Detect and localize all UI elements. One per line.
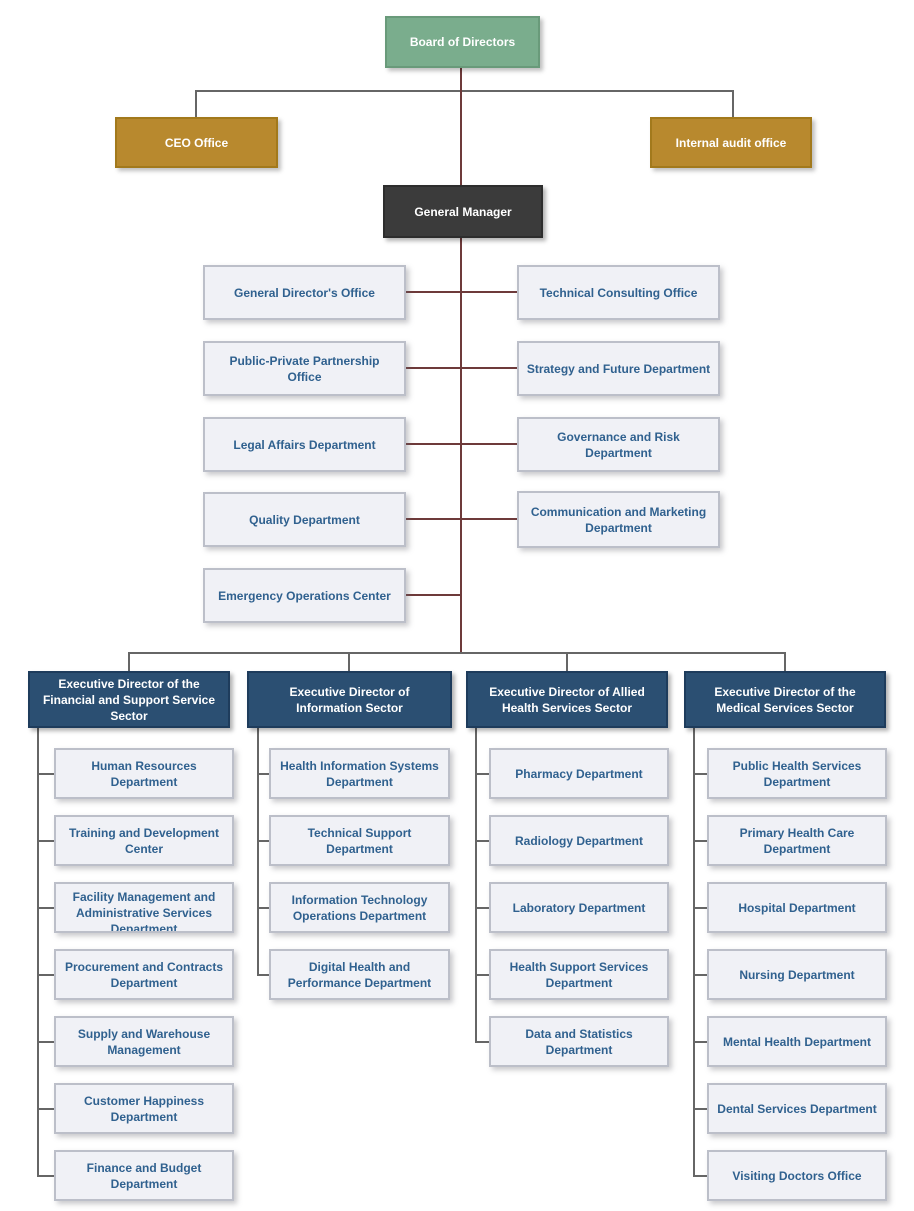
connector-line [566, 652, 568, 671]
connector-line [462, 518, 517, 520]
connector-line [37, 1108, 54, 1110]
org-node-staff-left: General Director's Office [203, 265, 406, 320]
connector-line [406, 594, 460, 596]
connector-line [475, 907, 489, 909]
connector-line [37, 773, 54, 775]
connector-line [693, 1175, 707, 1177]
connector-line [693, 840, 707, 842]
connector-line [37, 1175, 54, 1177]
connector-line [37, 907, 54, 909]
org-node-department: Health Support Services Department [489, 949, 669, 1000]
connector-line [693, 974, 707, 976]
connector-line [460, 238, 462, 654]
connector-line [462, 443, 517, 445]
org-node-department: Data and Statistics Department [489, 1016, 669, 1067]
org-node-department: Customer Happiness Department [54, 1083, 234, 1134]
org-node-department: Digital Health and Performance Departmen… [269, 949, 450, 1000]
org-node-department: Training and Development Center [54, 815, 234, 866]
org-node-department: Information Technology Operations Depart… [269, 882, 450, 933]
connector-line [128, 652, 130, 671]
org-node-staff-left: Emergency Operations Center [203, 568, 406, 623]
org-node-department: Technical Support Department [269, 815, 450, 866]
connector-line [195, 90, 197, 117]
connector-line [475, 974, 489, 976]
connector-line [406, 518, 460, 520]
connector-line [475, 1041, 489, 1043]
connector-line [257, 974, 269, 976]
node-board-of-directors: Board of Directors [385, 16, 540, 68]
connector-line [475, 840, 489, 842]
connector-line [693, 1041, 707, 1043]
connector-line [37, 1041, 54, 1043]
org-node-staff-right: Strategy and Future Department [517, 341, 720, 396]
connector-line [732, 90, 734, 117]
org-node-staff-left: Legal Affairs Department [203, 417, 406, 472]
org-node-department: Primary Health Care Department [707, 815, 887, 866]
connector-line [257, 840, 269, 842]
org-node-department: Public Health Services Department [707, 748, 887, 799]
connector-line [462, 291, 517, 293]
connector-line [195, 90, 734, 92]
org-node-department: Mental Health Department [707, 1016, 887, 1067]
connector-line [462, 367, 517, 369]
org-node-department: Pharmacy Department [489, 748, 669, 799]
connector-line [37, 974, 54, 976]
sector-header-allied-health: Executive Director of Allied Health Serv… [466, 671, 668, 728]
org-node-department: Dental Services Department [707, 1083, 887, 1134]
node-internal-audit-office: Internal audit office [650, 117, 812, 168]
org-node-department: Visiting Doctors Office [707, 1150, 887, 1201]
connector-line [475, 728, 477, 1043]
connector-line [693, 728, 695, 1177]
org-node-department: Supply and Warehouse Management [54, 1016, 234, 1067]
org-node-staff-left: Public-Private Partnership Office [203, 341, 406, 396]
connector-line [257, 907, 269, 909]
connector-line [348, 652, 350, 671]
connector-line [128, 652, 786, 654]
connector-line [693, 1108, 707, 1110]
node-ceo-office: CEO Office [115, 117, 278, 168]
org-node-staff-left: Quality Department [203, 492, 406, 547]
org-node-department: Procurement and Contracts Department [54, 949, 234, 1000]
connector-line [460, 68, 462, 185]
org-node-department: Laboratory Department [489, 882, 669, 933]
org-node-department: Radiology Department [489, 815, 669, 866]
sector-header-financial-support: Executive Director of the Financial and … [28, 671, 230, 728]
connector-line [37, 728, 39, 1177]
org-node-department: Health Information Systems Department [269, 748, 450, 799]
org-node-staff-right: Governance and Risk Department [517, 417, 720, 472]
connector-line [257, 773, 269, 775]
connector-line [406, 291, 460, 293]
connector-line [37, 840, 54, 842]
sector-header-medical: Executive Director of the Medical Servic… [684, 671, 886, 728]
org-node-staff-right: Technical Consulting Office [517, 265, 720, 320]
org-node-staff-right: Communication and Marketing Department [517, 491, 720, 548]
org-node-department: Facility Management and Administrative S… [54, 882, 234, 933]
connector-line [693, 773, 707, 775]
connector-line [406, 367, 460, 369]
org-node-department: Nursing Department [707, 949, 887, 1000]
connector-line [693, 907, 707, 909]
connector-line [406, 443, 460, 445]
connector-line [257, 728, 259, 976]
org-node-department: Human Resources Department [54, 748, 234, 799]
org-node-department: Hospital Department [707, 882, 887, 933]
sector-header-information: Executive Director of Information Sector [247, 671, 452, 728]
org-node-department: Finance and Budget Department [54, 1150, 234, 1201]
connector-line [475, 773, 489, 775]
connector-line [784, 652, 786, 671]
node-general-manager: General Manager [383, 185, 543, 238]
